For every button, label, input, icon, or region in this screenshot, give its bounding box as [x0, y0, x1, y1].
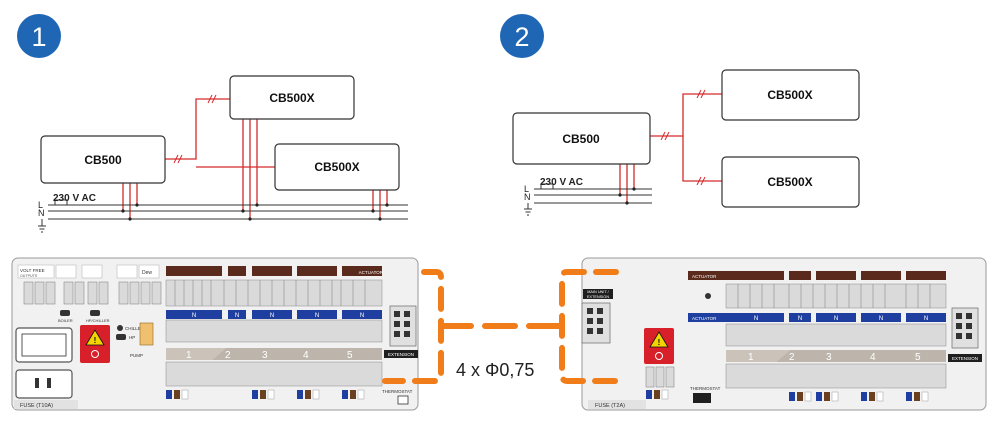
board-2-n-label-5: N [924, 316, 928, 322]
board-2-zones: ACTUATOR ACTUATOR N N N N [688, 271, 947, 402]
step-2-phase-n: N [524, 192, 531, 202]
board-2-zone-5: 5 [915, 352, 921, 363]
board-2-zone-3: 3 [826, 352, 832, 363]
board-2-fuse-label: FUSE (T2A) [595, 403, 625, 409]
board-1-zone-4: 4 [303, 350, 309, 361]
step-1-points [121, 203, 389, 221]
board-2-extension-connector-in [581, 302, 611, 344]
step-2-badge [500, 14, 544, 58]
step-1-badge [17, 14, 61, 58]
board-2-actuator-label-top: ACTUATOR [692, 274, 717, 279]
board-1-extension-connector [389, 305, 417, 347]
step-1-extension-b-label: CB500X [314, 160, 359, 174]
board-1-volt-free-label: VOLT FREE [20, 268, 45, 273]
step-2-controller-box [512, 112, 651, 165]
board-2-thermostat-label: THERMOSTAT [690, 386, 721, 391]
board-2-zone-4: 4 [870, 352, 876, 363]
board-1-chiller-label: CHILLER [125, 326, 145, 331]
step-2-controller-label: CB500 [562, 132, 600, 146]
step-1-controller-box [40, 135, 166, 184]
board-1-n-label-4: N [315, 313, 319, 319]
board-1: VOLT FREE OUTPUTS Dew BOILER HP/CHILLER … [11, 257, 419, 411]
board-2-actuator-label-blue: ACTUATOR [692, 316, 717, 321]
step-2: 2 230 V AC L [500, 14, 860, 216]
board-1-power-icon [91, 350, 99, 358]
board-1-hp-chiller-label: HP/CHILLER [86, 318, 110, 323]
step-1-controller-label: CB500 [84, 153, 122, 167]
step-1-extension-a-label: CB500X [269, 91, 314, 105]
board-1-hp-label: HP [129, 335, 135, 340]
board-1-power-inlet [15, 327, 73, 363]
board-2-n-label-2: N [798, 316, 802, 322]
board-2: MAIN UNIT / EXTENSION ! THERMOSTAT ACTUA… [581, 257, 987, 411]
cable-spec-label: 4 x Φ0,75 [456, 360, 534, 380]
board-2-zone-1: 1 [748, 352, 754, 363]
board-2-sensor-icon [705, 293, 711, 299]
board-1-zone-3: 3 [262, 350, 268, 361]
svg-text:!: ! [94, 336, 97, 345]
step-2-badge-number: 2 [514, 22, 529, 52]
board-1-zone-2: 2 [225, 350, 231, 361]
board-1-mains-socket [15, 369, 73, 399]
board-2-n-label-1: N [754, 316, 758, 322]
board-1-pump-label: PUMP [130, 353, 143, 358]
board-1-n-label-5: N [360, 313, 364, 319]
step-1: 1 [17, 14, 408, 233]
svg-text:!: ! [658, 338, 661, 347]
board-1-n-label-3: N [270, 313, 274, 319]
step-2-fuse-symbol [540, 183, 554, 190]
board-2-main-unit-label: MAIN UNIT / [587, 290, 609, 294]
step-2-cable-marks [660, 89, 706, 186]
board-2-extension-top-label: EXTENSION [587, 295, 609, 299]
board-2-warning-icon [649, 331, 669, 348]
step-2-mains [524, 188, 652, 216]
step-1-badge-number: 1 [31, 22, 46, 52]
board-2-power-icon [655, 352, 663, 360]
board-1-dew-label: Dew [142, 270, 152, 276]
step-1-extension-b-box [274, 143, 400, 191]
board-1-zones: ACTUATOR N N N N N [165, 266, 384, 400]
board-1-n-label-1: N [192, 313, 196, 319]
step-1-phase-l: L [38, 200, 43, 210]
step-2-extension-a-box [721, 69, 860, 121]
board-2-n-label-4: N [879, 316, 883, 322]
board-2-n-label-3: N [834, 316, 838, 322]
board-1-warning-icon [85, 329, 105, 346]
step-2-extension-b-box [721, 156, 860, 208]
step-2-phase-l: L [524, 184, 529, 194]
step-1-wires [122, 98, 388, 219]
board-1-zone-5: 5 [347, 350, 353, 361]
step-2-extension-a-label: CB500X [767, 88, 812, 102]
step-1-phase-n: N [38, 208, 45, 218]
step-1-fuse-symbol [54, 199, 68, 206]
board-2-zone-2: 2 [789, 352, 795, 363]
step-2-supply-label: 230 V AC [540, 177, 583, 188]
step-1-mains [38, 204, 408, 233]
board-2-extension-label: EXTENSION [952, 356, 978, 361]
step-1-cable-marks [173, 94, 217, 164]
board-2-extension-connector-out [951, 307, 979, 349]
board-1-boiler-label: BOILER [58, 318, 73, 323]
board-1-outputs-label: OUTPUTS [20, 274, 38, 278]
board-1-actuator-label: ACTUATOR [359, 270, 384, 275]
step-2-points [618, 187, 636, 205]
extension-cable [382, 269, 619, 384]
board-1-fuse-label: FUSE (T10A) [20, 403, 53, 409]
board-1-zone-1: 1 [186, 350, 192, 361]
step-1-supply-label: 230 V AC [53, 193, 96, 204]
step-1-extension-a-box [229, 75, 355, 120]
step-2-extension-b-label: CB500X [767, 175, 812, 189]
board-1-extension-label: EXTENSION [388, 352, 414, 357]
board-1-n-label-2: N [235, 313, 239, 319]
board-1-thermostat-label: THERMOSTAT [382, 389, 413, 394]
